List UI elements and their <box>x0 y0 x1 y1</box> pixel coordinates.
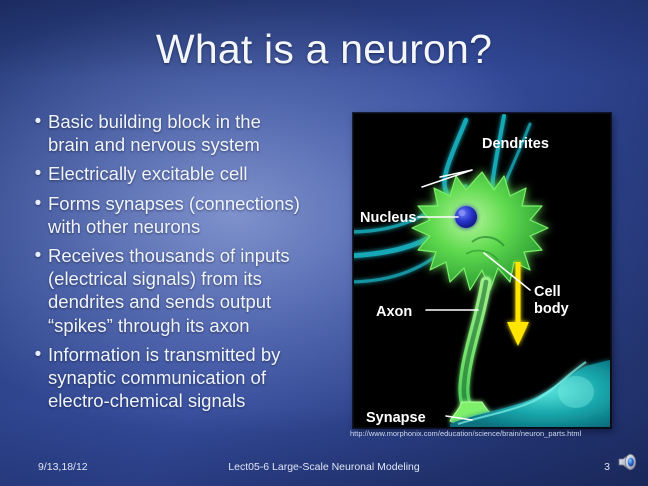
list-item: • Receives thousands of inputs (electric… <box>28 244 346 337</box>
list-item: • Forms synapses (connections) with othe… <box>28 192 346 238</box>
list-item-text: Information is transmitted by synaptic c… <box>48 343 281 412</box>
list-item-text: Forms synapses (connections) with other … <box>48 192 300 237</box>
list-item: • Basic building block in the brain and … <box>28 110 346 156</box>
bullet-marker-icon: • <box>34 111 42 132</box>
label-synapse: Synapse <box>366 410 426 426</box>
label-dendrites: Dendrites <box>482 136 549 152</box>
footer-page-number: 3 <box>604 461 610 473</box>
page-title: What is a neuron? <box>155 26 493 72</box>
label-axon: Axon <box>376 304 412 320</box>
image-source-caption: http://www.morphonix.com/education/scien… <box>350 429 582 438</box>
footer-date: 9/13,18/12 <box>38 461 88 473</box>
label-nucleus: Nucleus <box>360 210 416 226</box>
list-item: • Information is transmitted by synaptic… <box>28 343 346 413</box>
bullet-marker-icon: • <box>34 192 42 214</box>
bullet-marker-icon: • <box>34 245 42 267</box>
list-item-text: Basic building block in the brain and ne… <box>48 111 261 156</box>
label-cell-body: Cell <box>534 284 561 300</box>
label-cell-body-2: body <box>534 301 569 317</box>
bullet-list: • Basic building block in the brain and … <box>28 110 346 418</box>
neuron-diagram-image: Dendrites Nucleus Cell body Axon Synapse <box>353 113 611 428</box>
footer-lecture-title: Lect05-6 Large-Scale Neuronal Modeling <box>228 461 420 473</box>
list-item: • Electrically excitable cell <box>28 162 346 185</box>
bullet-marker-icon: • <box>34 343 42 365</box>
signal-arrow-icon <box>507 262 529 346</box>
bullet-marker-icon: • <box>34 163 42 185</box>
speaker-icon[interactable] <box>614 450 640 474</box>
list-item-text: Receives thousands of inputs (electrical… <box>48 245 290 336</box>
list-item-text: Electrically excitable cell <box>48 163 248 185</box>
